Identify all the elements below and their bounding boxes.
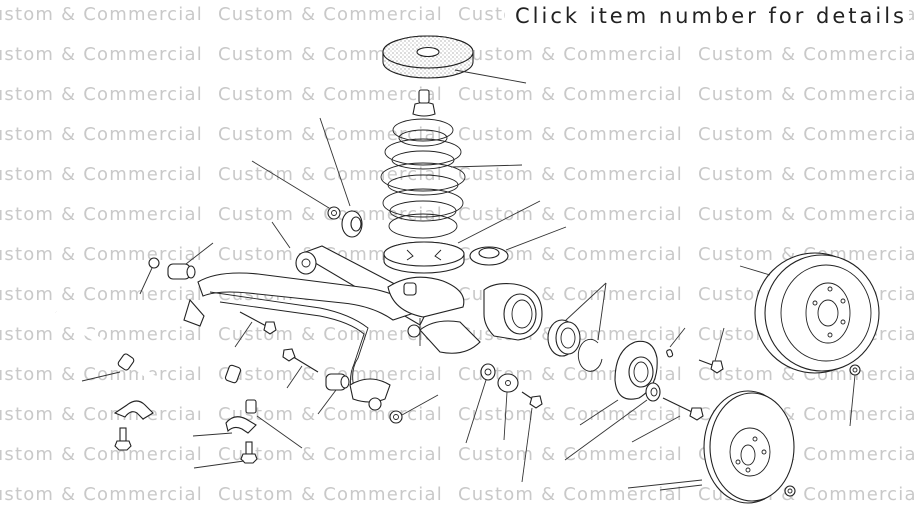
snap-ring[interactable] bbox=[577, 282, 607, 372]
drum-screw[interactable] bbox=[849, 364, 861, 427]
stabilizer-bar[interactable] bbox=[54, 309, 242, 411]
wheel-stud-pin[interactable] bbox=[666, 327, 686, 358]
stabilizer-link-nut[interactable] bbox=[225, 399, 303, 449]
stabilizer-clamp-left[interactable] bbox=[113, 400, 233, 437]
bump-stop[interactable] bbox=[412, 89, 436, 117]
hub-nut[interactable] bbox=[564, 382, 661, 461]
lower-arm-nut[interactable] bbox=[389, 394, 439, 424]
spring-top-pad[interactable] bbox=[382, 35, 527, 84]
wheel-hub[interactable] bbox=[579, 340, 658, 426]
disc-screw[interactable] bbox=[784, 485, 796, 497]
knuckle-bolt[interactable] bbox=[521, 391, 543, 483]
stabilizer-clamp-bolt[interactable] bbox=[114, 427, 258, 469]
shock-mount-nut[interactable] bbox=[251, 160, 341, 220]
arm-front-bushing[interactable] bbox=[167, 242, 214, 280]
trailing-arm[interactable] bbox=[183, 272, 481, 411]
coil-spring[interactable] bbox=[380, 118, 523, 239]
brake-disc[interactable] bbox=[627, 390, 795, 504]
brake-drum[interactable] bbox=[739, 252, 880, 374]
knuckle-bushing[interactable] bbox=[465, 363, 496, 444]
trailing-arm-bolt[interactable] bbox=[234, 311, 277, 348]
spring-seat-insulator[interactable] bbox=[469, 226, 567, 266]
shock-mount-bushing[interactable] bbox=[319, 117, 363, 238]
lateral-arm-bolt[interactable] bbox=[282, 348, 319, 389]
lateral-arm-bushing[interactable] bbox=[317, 373, 350, 415]
spring-lower-seat[interactable] bbox=[383, 200, 541, 274]
wheel-bearing[interactable] bbox=[547, 282, 607, 357]
knuckle-washer[interactable] bbox=[497, 373, 519, 441]
knuckle[interactable] bbox=[483, 283, 543, 341]
hub-bolt[interactable] bbox=[631, 397, 704, 443]
instruction-header: Click item number for details bbox=[505, 1, 909, 33]
drum-bolt[interactable] bbox=[698, 327, 725, 374]
arm-bushing-nut[interactable] bbox=[139, 257, 160, 295]
